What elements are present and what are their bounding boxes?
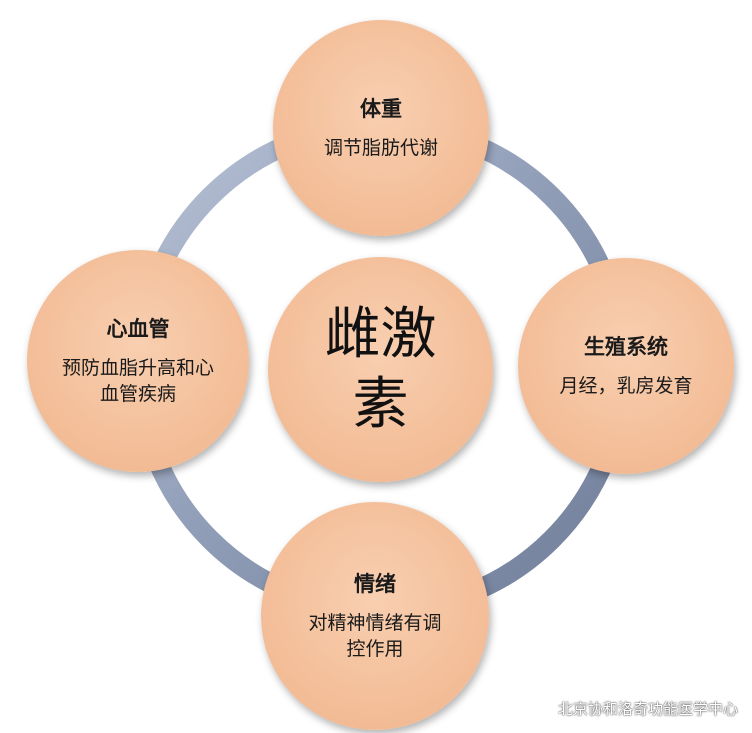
node-cardiovascular-title: 心血管 — [106, 317, 170, 341]
node-center-estrogen: 雌激素 — [268, 257, 493, 482]
center-title: 雌激素 — [324, 301, 437, 437]
node-weight-description: 调节脂肪代谢 — [323, 137, 438, 159]
node-emotion-description: 对精神情绪有调控作用 — [308, 612, 442, 660]
node-weight-title: 体重 — [360, 97, 402, 121]
node-cardiovascular-description: 预防血脂升高和心血管疾病 — [61, 357, 214, 405]
node-reproductive: 生殖系统 月经，乳房发育 — [518, 258, 734, 474]
node-reproductive-title: 生殖系统 — [584, 335, 668, 359]
node-emotion: 情绪 对精神情绪有调控作用 — [261, 502, 489, 730]
watermark-text: 北京协和洛奇功能医学中心 — [557, 699, 738, 718]
watermark: 北京协和洛奇功能医学中心 — [530, 697, 738, 719]
node-weight: 体重 调节脂肪代谢 — [273, 20, 489, 236]
node-reproductive-description: 月经，乳房发育 — [559, 375, 693, 397]
node-emotion-title: 情绪 — [354, 572, 396, 596]
node-cardiovascular: 心血管 预防血脂升高和心血管疾病 — [27, 250, 249, 472]
wechat-icon — [531, 699, 551, 716]
